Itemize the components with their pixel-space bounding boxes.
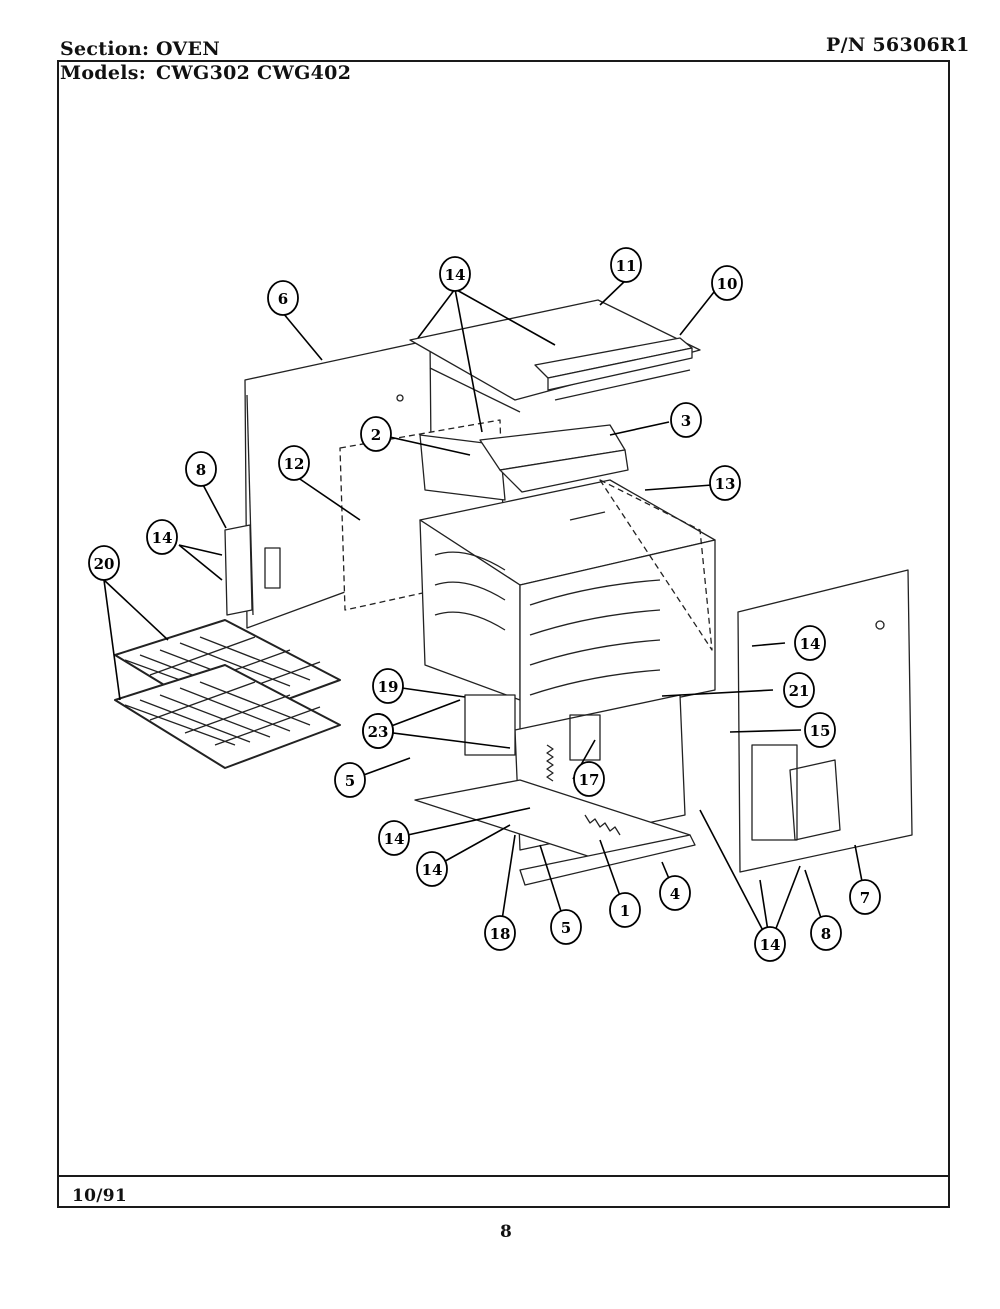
callout-14: 14 (416, 851, 448, 887)
callout-23: 23 (362, 713, 394, 749)
callout-1: 1 (609, 892, 641, 928)
callout-6: 6 (267, 280, 299, 316)
callout-number: 6 (278, 290, 288, 308)
callout-number: 20 (94, 555, 115, 573)
callout-number: 23 (368, 723, 389, 741)
footer-rule (57, 1175, 950, 1177)
callout-number: 15 (810, 722, 831, 740)
callout-number: 14 (445, 266, 466, 284)
callout-number: 5 (345, 772, 355, 790)
left-bracket (224, 524, 253, 616)
oven-rack-lower (114, 664, 341, 769)
models-label: Models: (60, 62, 147, 84)
callout-10: 10 (711, 265, 743, 301)
oven-top-panel (409, 299, 701, 413)
callout-number: 14 (152, 529, 173, 547)
callout-number: 10 (717, 275, 738, 293)
vent-trim (534, 337, 693, 401)
callout-8: 8 (185, 451, 217, 487)
door-springs (546, 744, 621, 836)
callout-number: 17 (579, 771, 600, 789)
callout-number: 21 (789, 682, 810, 700)
revision-date: 10/91 (72, 1186, 128, 1206)
callout-number: 8 (821, 925, 831, 943)
callout-number: 11 (616, 257, 637, 275)
callout-21: 21 (783, 672, 815, 708)
section-value: OVEN (156, 38, 221, 60)
page-number: 8 (500, 1222, 513, 1242)
callout-number: 5 (561, 919, 571, 937)
callout-number: 14 (760, 936, 781, 954)
callout-number: 2 (371, 426, 381, 444)
callout-number: 13 (715, 475, 736, 493)
callout-14: 14 (439, 256, 471, 292)
callout-number: 4 (670, 885, 680, 903)
callout-3: 3 (670, 402, 702, 438)
oven-liner (419, 479, 716, 731)
vent-channel (419, 434, 506, 501)
callout-number: 19 (378, 678, 399, 696)
callout-number: 14 (422, 861, 443, 879)
callout-number: 18 (490, 925, 511, 943)
callout-number: 14 (800, 635, 821, 653)
callout-number: 1 (620, 902, 630, 920)
callout-number: 14 (384, 830, 405, 848)
callout-7: 7 (849, 879, 881, 915)
callout-number: 12 (284, 455, 305, 473)
callout-13: 13 (709, 465, 741, 501)
part-number: P/N 56306R1 (826, 34, 970, 56)
models-value: CWG302 CWG402 (156, 62, 352, 84)
callout-number: 7 (860, 889, 870, 907)
callout-number: 8 (196, 461, 206, 479)
section-label: Section: (60, 38, 150, 60)
callout-5: 5 (550, 909, 582, 945)
vent-cover (479, 424, 629, 545)
callout-14: 14 (146, 519, 178, 555)
callout-number: 3 (681, 412, 691, 430)
callout-11: 11 (610, 247, 642, 283)
callout-8: 8 (810, 915, 842, 951)
callout-15: 15 (804, 712, 836, 748)
drawing-frame (57, 60, 950, 1208)
callout-4: 4 (659, 875, 691, 911)
callout-19: 19 (372, 668, 404, 704)
callout-14: 14 (378, 820, 410, 856)
leader-lines (103, 279, 866, 945)
callout-17: 17 (573, 761, 605, 797)
callout-5: 5 (334, 762, 366, 798)
callout-2: 2 (360, 416, 392, 452)
callout-20: 20 (88, 545, 120, 581)
callout-14: 14 (794, 625, 826, 661)
callout-12: 12 (278, 445, 310, 481)
callout-18: 18 (484, 915, 516, 951)
callout-14: 14 (754, 926, 786, 962)
